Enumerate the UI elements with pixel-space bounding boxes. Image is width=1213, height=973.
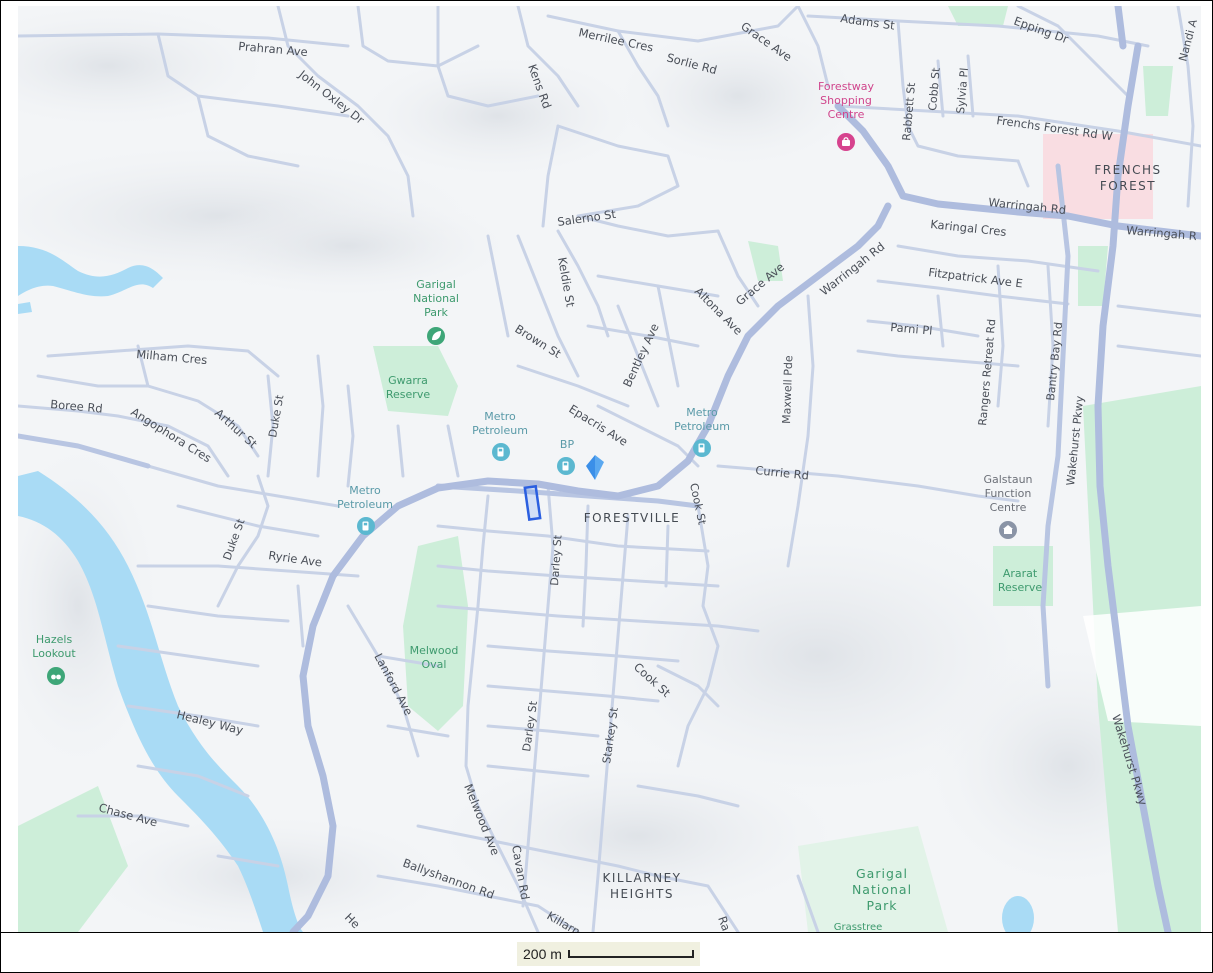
road-label: Currie Rd xyxy=(755,463,810,483)
road-label: Cobb St xyxy=(926,66,943,111)
location-arrow-icon[interactable] xyxy=(586,455,604,480)
garigal-park-label: Garigal xyxy=(416,278,456,291)
road-label: John Oxley Dr xyxy=(295,67,367,127)
road-label: Altona Ave xyxy=(692,284,746,338)
galstaun-label: Function xyxy=(985,487,1032,500)
melwood-oval-label: Melwood xyxy=(410,644,459,657)
local-roads xyxy=(18,6,1201,932)
garigal-park-label: Park xyxy=(424,306,448,319)
metro-petroleum-label: Petroleum xyxy=(337,498,393,511)
forestway-label: Centre xyxy=(828,108,865,121)
suburb-label-frenchs-forest: FRENCHS xyxy=(1094,163,1161,177)
road-label: Angophora Cres xyxy=(128,405,214,466)
fuel-pump-icon[interactable] xyxy=(357,517,375,535)
water-bodies xyxy=(18,246,1034,932)
selected-parcel[interactable] xyxy=(523,484,542,521)
binoculars-icon[interactable] xyxy=(47,667,65,685)
road-label: Milham Cres xyxy=(136,347,208,367)
garigal-park-label: National xyxy=(413,292,459,305)
road-label: Parni Pl xyxy=(890,320,933,338)
road-label: Darley St xyxy=(548,534,565,586)
fuel-pump-icon[interactable] xyxy=(492,443,510,461)
grasstree-label: Grasstree xyxy=(834,922,883,932)
road-label: Prahran Ave xyxy=(238,39,309,59)
bp-label: BP xyxy=(560,438,575,451)
road-label: Adams St xyxy=(840,11,897,33)
leaf-icon[interactable] xyxy=(427,327,445,345)
forestway-label: Shopping xyxy=(820,94,872,107)
road-label: Keldie St xyxy=(555,256,578,308)
panel-divider xyxy=(0,932,1213,933)
fuel-pump-icon[interactable] xyxy=(557,457,575,475)
garigal-park-label-south: National xyxy=(852,882,912,897)
melwood-oval-label: Oval xyxy=(422,658,447,671)
hazels-lookout-label: Lookout xyxy=(32,647,76,660)
suburb-label-killarney-heights: KILLARNEY xyxy=(603,871,682,885)
place-labels: Forestway Shopping Centre FRENCHS FOREST… xyxy=(32,80,1161,932)
map-canvas[interactable]: Adams St Epping Dr Nandi A Prahran Ave K… xyxy=(18,6,1201,932)
fuel-pump-icon[interactable] xyxy=(693,439,711,457)
suburb-label-forestville: FORESTVILLE xyxy=(584,511,680,525)
road-label: Sylvia Pl xyxy=(954,67,971,114)
road-label: Boree Rd xyxy=(50,397,104,416)
secondary-roads xyxy=(18,163,1071,689)
ararat-reserve-label: Reserve xyxy=(998,581,1042,594)
garigal-park-label-south: Garigal xyxy=(856,866,908,881)
metro-petroleum-label: Metro xyxy=(349,484,381,497)
road-label: Arthur St xyxy=(212,406,260,451)
gwarra-reserve-label: Reserve xyxy=(386,388,430,401)
ararat-reserve-label: Ararat xyxy=(1003,567,1038,580)
road-label: Rabbett St xyxy=(900,81,918,141)
main-roads xyxy=(289,6,1201,932)
scale-bar: 200 m xyxy=(517,942,700,966)
metro-petroleum-label: Petroleum xyxy=(674,420,730,433)
gwarra-reserve-label: Gwarra xyxy=(388,374,428,387)
garigal-park-label-south: Park xyxy=(866,898,897,913)
suburb-label-killarney-heights: HEIGHTS xyxy=(610,887,674,901)
metro-petroleum-label: Metro xyxy=(484,410,516,423)
road-label: Karingal Cres xyxy=(930,217,1007,239)
road-label: Rangers Retreat Rd xyxy=(976,318,998,426)
park-areas xyxy=(18,6,1201,932)
scale-label: 200 m xyxy=(523,946,562,962)
shopping-bag-icon[interactable] xyxy=(837,133,855,151)
scale-line xyxy=(567,950,694,958)
galstaun-label: Galstaun xyxy=(983,473,1032,486)
galstaun-label: Centre xyxy=(990,501,1027,514)
road-label: Epacris Ave xyxy=(566,402,630,449)
road-label: Fitzpatrick Ave E xyxy=(928,265,1024,290)
road-label: Ryrie Ave xyxy=(268,548,323,569)
road-label: Wakehurst Pkwy xyxy=(1064,395,1086,487)
venue-icon[interactable] xyxy=(999,521,1017,539)
road-label: Maxwell Pde xyxy=(780,355,795,424)
road-label: Ra xyxy=(715,914,733,932)
forestway-label: Forestway xyxy=(818,80,874,93)
hazels-lookout-label: Hazels xyxy=(36,633,73,646)
metro-petroleum-label: Metro xyxy=(686,406,718,419)
suburb-label-frenchs-forest: FOREST xyxy=(1100,179,1156,193)
metro-petroleum-label: Petroleum xyxy=(472,424,528,437)
road-label: Warringah R xyxy=(1126,223,1198,243)
road-label: Salerno St xyxy=(556,207,617,229)
